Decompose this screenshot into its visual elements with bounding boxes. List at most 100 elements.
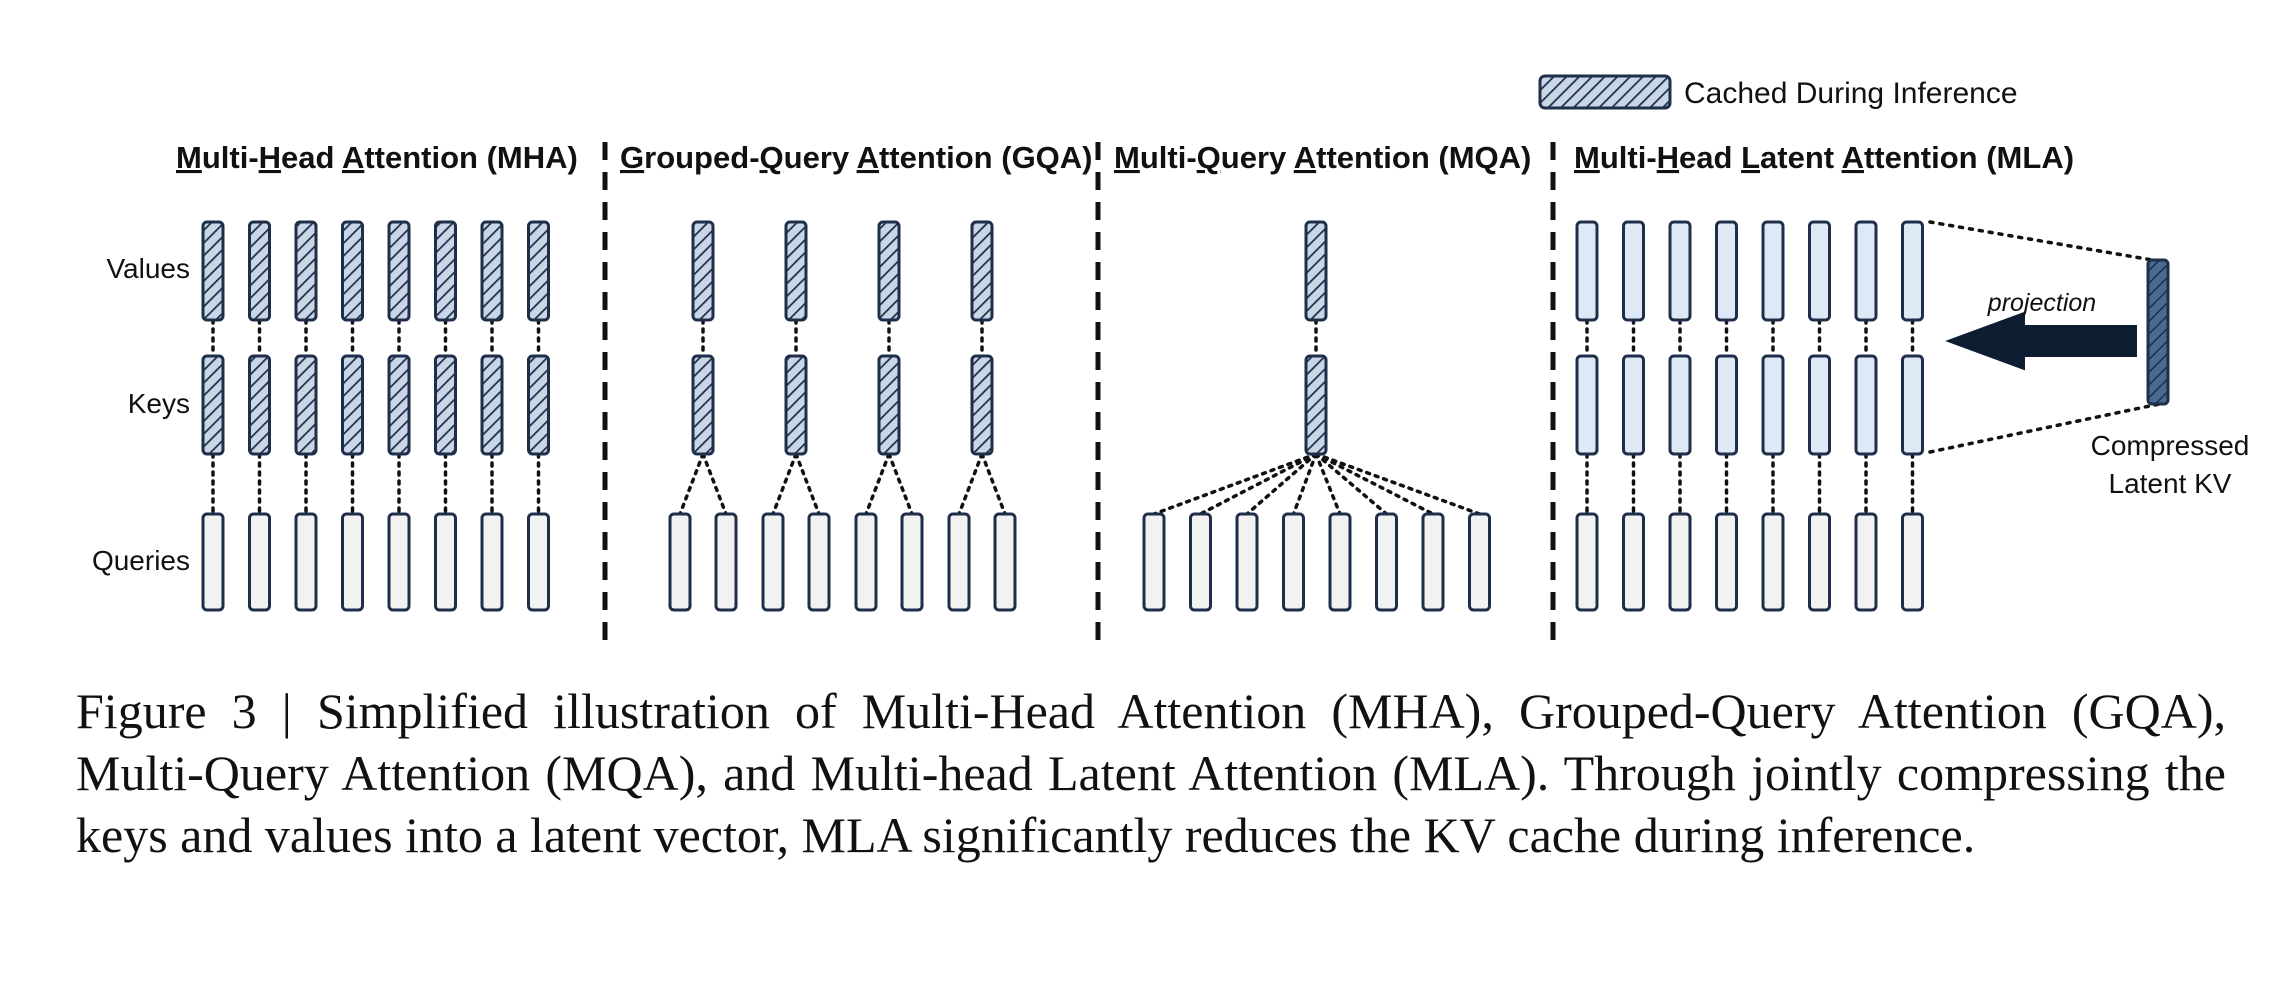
row-label-values: Values: [106, 253, 190, 284]
heads: [201, 220, 1924, 612]
caption-text: Simplified illustration of Multi-Head At…: [76, 683, 2226, 863]
mla-title: Multi-Head Latent Attention (MLA): [1574, 140, 2074, 175]
mha-value-head: [527, 220, 550, 322]
row-label-queries: Queries: [92, 545, 190, 576]
mla-key-head: [1761, 354, 1785, 456]
mha-query-head: [294, 512, 318, 612]
gqa-key-query-link: [957, 452, 984, 516]
gqa-query-head: [807, 512, 831, 612]
mqa-query-head: [1235, 512, 1259, 612]
projection-label: projection: [1987, 289, 2096, 317]
mqa-key-query-link: [1314, 452, 1342, 516]
mha-value-head: [434, 220, 457, 322]
projection-arrow-icon: [1945, 311, 2137, 371]
mqa-key-query-link: [1314, 452, 1435, 516]
mqa-query-head: [1189, 512, 1212, 612]
mqa-key-head: [1304, 354, 1328, 456]
mha-query-head: [527, 512, 550, 612]
mha-value-head: [341, 220, 364, 322]
mla-query-head: [1808, 512, 1831, 612]
mla-query-head: [1901, 512, 1924, 612]
mqa-key-query-link: [1245, 452, 1318, 516]
gqa-value-head: [691, 220, 715, 322]
mha-query-head: [387, 512, 411, 612]
caption-prefix: Figure 3 |: [76, 683, 317, 739]
gqa-title: Grouped-Query Attention (GQA): [620, 140, 1093, 175]
mqa-query-head: [1142, 512, 1166, 612]
mla-key-head: [1901, 354, 1924, 456]
gqa-key-query-link: [678, 452, 705, 516]
gqa-value-head: [970, 220, 994, 322]
mha-value-head: [480, 220, 504, 322]
mla-value-head: [1761, 220, 1785, 322]
mha-value-head: [387, 220, 411, 322]
mqa-query-head: [1282, 512, 1305, 612]
figure-caption: Figure 3 | Simplified illustration of Mu…: [76, 680, 2226, 866]
attention-diagram: Cached During Inference Multi-Head Atten…: [92, 74, 2250, 648]
gqa-key-query-link: [771, 452, 798, 516]
mqa-value-head: [1304, 220, 1328, 322]
projection-bracket-bottom: [1928, 401, 2166, 454]
mla-query-head: [1761, 512, 1785, 612]
gqa-key-head: [877, 354, 901, 456]
mha-title: Multi-Head Attention (MHA): [176, 140, 578, 175]
mla-key-head: [1622, 354, 1645, 456]
mqa-query-head: [1375, 512, 1398, 612]
gqa-key-head: [784, 354, 808, 456]
mla-value-head: [1622, 220, 1645, 322]
mla-key-head: [1808, 354, 1831, 456]
mla-query-head: [1854, 512, 1878, 612]
gqa-key-query-link: [887, 452, 914, 516]
mha-key-head: [248, 354, 271, 456]
mla-value-head: [1715, 220, 1738, 322]
mqa-key-query-link: [1314, 452, 1482, 516]
mha-value-head: [248, 220, 271, 322]
mla-value-head: [1575, 220, 1599, 322]
gqa-key-query-link: [980, 452, 1007, 516]
mla-query-head: [1622, 512, 1645, 612]
gqa-query-head: [714, 512, 738, 612]
legend-label: Cached During Inference: [1684, 77, 2018, 110]
mha-key-head: [201, 354, 225, 456]
mqa-title: Multi-Query Attention (MQA): [1114, 140, 1531, 175]
gqa-query-head: [668, 512, 692, 612]
gqa-query-head: [761, 512, 785, 612]
gqa-query-head: [947, 512, 971, 612]
mla-value-head: [1901, 220, 1924, 322]
gqa-key-head: [970, 354, 994, 456]
mla-value-head: [1668, 220, 1692, 322]
legend: Cached During Inference: [1538, 74, 2018, 110]
gqa-query-head: [854, 512, 878, 612]
mha-query-head: [480, 512, 504, 612]
gqa-query-head: [993, 512, 1017, 612]
mqa-key-query-link: [1198, 452, 1318, 516]
head-links: [211, 318, 1915, 516]
mqa-key-query-link: [1314, 452, 1389, 516]
compressed-label-line1: Compressed: [2091, 430, 2250, 461]
mha-query-head: [201, 512, 225, 612]
mha-value-head: [201, 220, 225, 322]
mla-projection: projection Compressed Latent KV: [1928, 220, 2250, 499]
mla-query-head: [1668, 512, 1692, 612]
gqa-value-head: [877, 220, 901, 322]
mha-key-head: [527, 354, 550, 456]
mla-value-head: [1808, 220, 1831, 322]
gqa-query-head: [900, 512, 924, 612]
gqa-key-query-link: [701, 452, 728, 516]
mla-query-head: [1575, 512, 1599, 612]
row-label-keys: Keys: [128, 388, 190, 419]
mla-value-head: [1854, 220, 1878, 322]
legend-swatch: [1538, 74, 1672, 110]
gqa-key-query-link: [794, 452, 821, 516]
mha-key-head: [387, 354, 411, 456]
mla-key-head: [1715, 354, 1738, 456]
mha-key-head: [341, 354, 364, 456]
mqa-query-head: [1421, 512, 1445, 612]
mha-value-head: [294, 220, 318, 322]
mha-query-head: [341, 512, 364, 612]
compressed-label-line2: Latent KV: [2109, 468, 2232, 499]
mla-query-head: [1715, 512, 1738, 612]
mla-key-head: [1575, 354, 1599, 456]
mha-key-head: [434, 354, 457, 456]
mha-key-head: [294, 354, 318, 456]
